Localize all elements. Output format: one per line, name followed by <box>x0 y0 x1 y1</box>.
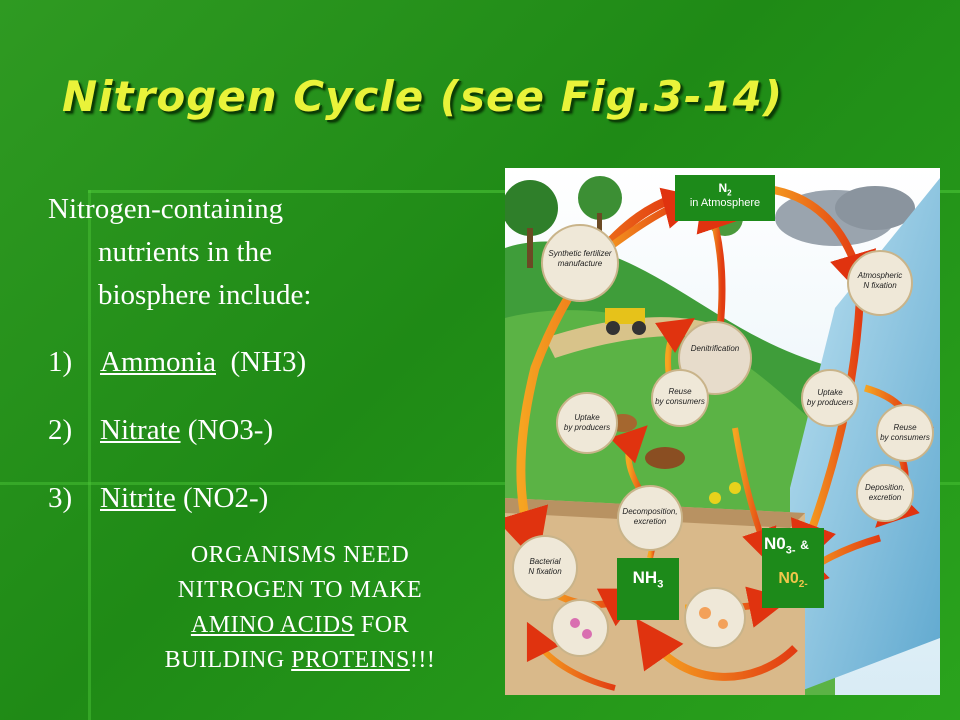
svg-text:Uptake: Uptake <box>817 388 843 397</box>
bubble-decomposition-land: Decomposition, excretion <box>617 485 683 551</box>
svg-text:Reuse: Reuse <box>893 423 917 432</box>
svg-text:Decomposition,: Decomposition, <box>622 507 677 516</box>
item-formula: (NO3-) <box>187 414 274 446</box>
decorative-line-vertical <box>88 190 91 720</box>
note-line-2: NITROGEN TO MAKE <box>177 577 423 603</box>
nh3-box: NH3 <box>617 558 679 620</box>
arrow-soil-loop <box>526 621 616 691</box>
item-number: 1) <box>48 346 73 378</box>
proteins-term: PROTEINS <box>291 647 410 673</box>
tree <box>502 180 558 236</box>
note-bang: !!! <box>409 647 436 673</box>
cow <box>645 447 685 469</box>
nutrient-item-ammonia: 1) Ammonia (NH3) <box>48 346 306 379</box>
svg-text:N fixation: N fixation <box>528 567 562 576</box>
no3-no2-box: N03- & N02- <box>762 528 824 608</box>
arrow-atmospheric-to-no3 <box>790 297 864 571</box>
bubble-atmospheric-fixation: Atmospheric N fixation <box>847 250 913 316</box>
svg-text:by consumers: by consumers <box>880 433 930 442</box>
svg-text:Uptake: Uptake <box>574 413 600 422</box>
slide-title: Nitrogen Cycle (see Fig.3-14) <box>62 72 784 121</box>
svg-text:Bacterial: Bacterial <box>529 557 560 566</box>
svg-text:Atmospheric: Atmospheric <box>857 271 902 280</box>
amino-acids-term: AMINO ACIDS <box>190 612 355 638</box>
arrow-atmosphere-to-bacteria <box>496 193 677 564</box>
bubble-soil-microbes-2 <box>551 599 609 657</box>
intro-line-3: biosphere include: <box>98 279 312 311</box>
svg-text:by producers: by producers <box>564 423 610 432</box>
item-formula: (NO2-) <box>182 482 269 514</box>
intro-line-2: nutrients in the <box>98 236 272 268</box>
item-term: Nitrite <box>100 482 176 514</box>
ampersand: & <box>800 538 809 552</box>
svg-text:Denitrification: Denitrification <box>691 344 740 353</box>
no3-symbol: N0 <box>764 534 786 553</box>
n2-label: in Atmosphere <box>689 197 761 210</box>
intro-line-1: Nitrogen-containing <box>48 193 284 225</box>
item-term: Nitrate <box>100 414 181 446</box>
note-line-4: BUILDING PROTEINS!!! <box>105 643 495 678</box>
no2-symbol: N0 <box>778 570 799 588</box>
arrow-reuse-to-no3 <box>732 427 777 566</box>
item-formula: (NH3) <box>230 346 307 378</box>
decorative-line-lower <box>0 482 960 485</box>
bubble-reuse-consumers-sea: Reuse by consumers <box>876 404 934 462</box>
nutrient-item-nitrate: 2) Nitrate (NO3-) <box>48 414 273 447</box>
no3-subscript: 3- <box>785 544 796 557</box>
n2-symbol: N <box>718 181 728 195</box>
nitrogen-cycle-diagram: Synthetic fertilizer manufacture Atmosph… <box>496 168 940 695</box>
item-term: Ammonia <box>100 346 216 378</box>
bubble-uptake-producers-land: Uptake by producers <box>556 392 618 454</box>
note-for: FOR <box>354 612 410 638</box>
bubble-soil-microbes <box>684 587 746 649</box>
n2-subscript: 2 <box>727 188 732 198</box>
tree <box>578 176 622 220</box>
item-number: 2) <box>48 414 73 446</box>
bubble-reuse-consumers-land: Reuse by consumers <box>651 369 709 427</box>
note-line-1: ORGANISMS NEED <box>190 542 410 568</box>
n2-atmosphere-box: N2 in Atmosphere <box>675 175 775 221</box>
organisms-note: ORGANISMS NEED NITROGEN TO MAKE AMINO AC… <box>105 538 495 678</box>
arrow-to-atmospheric-fixation <box>759 184 877 301</box>
nh3-symbol: NH <box>632 568 658 587</box>
note-line-3: AMINO ACIDS FOR <box>105 608 495 643</box>
bubble-uptake-producers-sea: Uptake by producers <box>801 369 859 427</box>
diagram-illustration: Synthetic fertilizer manufacture Atmosph… <box>496 168 940 695</box>
tractor <box>605 308 645 324</box>
arrow-no2-to-nh3 <box>636 618 798 681</box>
svg-text:excretion: excretion <box>869 493 902 502</box>
nh3-subscript: 3 <box>657 578 664 591</box>
svg-text:by consumers: by consumers <box>655 397 705 406</box>
no2-subscript: 2- <box>798 579 808 591</box>
svg-text:manufacture: manufacture <box>558 259 603 268</box>
intro-text: Nitrogen-containing nutrients in the bio… <box>48 188 388 317</box>
svg-text:excretion: excretion <box>634 517 667 526</box>
svg-text:Reuse: Reuse <box>668 387 692 396</box>
flowers <box>709 492 721 504</box>
svg-text:Deposition,: Deposition, <box>865 483 905 492</box>
bubble-synthetic-fertilizer: Synthetic fertilizer manufacture <box>541 224 619 302</box>
bubble-deposition-sea: Deposition, excretion <box>856 464 914 522</box>
nutrient-item-nitrite: 3) Nitrite (NO2-) <box>48 482 268 515</box>
svg-text:Synthetic fertilizer: Synthetic fertilizer <box>548 249 611 258</box>
svg-text:by producers: by producers <box>807 398 853 407</box>
bubble-bacterial-fixation: Bacterial N fixation <box>512 535 578 601</box>
item-number: 3) <box>48 482 73 514</box>
svg-text:N fixation: N fixation <box>863 281 897 290</box>
note-building: BUILDING <box>164 647 292 673</box>
